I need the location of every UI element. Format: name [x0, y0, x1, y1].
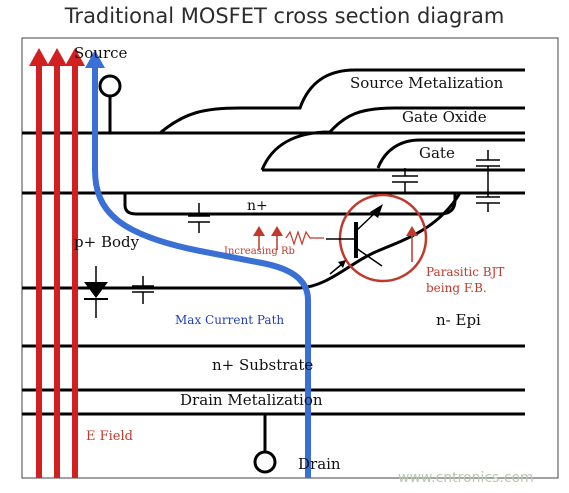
- e-field-arrowhead-icon: [47, 48, 67, 66]
- parasitic-bjt-label-line2: being F.B.: [426, 281, 487, 295]
- p-body-label: p+ Body: [74, 233, 140, 251]
- max-current-path: [85, 50, 311, 478]
- e-field-arrows: [29, 48, 85, 478]
- n-plus-region-outline: [123, 193, 457, 216]
- e-field-arrow-1: [36, 62, 42, 478]
- e-field-arrowhead-icon: [29, 48, 49, 66]
- parasitic-bjt-circle: [338, 193, 428, 283]
- drain-label: Drain: [298, 455, 341, 473]
- max-current-path-label: Max Current Path: [175, 313, 284, 327]
- drain-metalization-label: Drain Metalization: [180, 391, 323, 409]
- gate-label: Gate: [419, 144, 455, 162]
- diagram-frame: [21, 37, 559, 479]
- increasing-rb-arrows: [253, 226, 324, 250]
- n-plus-label: n+: [247, 198, 268, 214]
- n-substrate-label: n+ Substrate: [212, 356, 313, 374]
- capacitor-symbols: [132, 150, 500, 304]
- body-diode-icon: [84, 266, 108, 318]
- e-field-arrowhead-icon: [65, 48, 85, 66]
- current-path-arrowhead-icon: [85, 50, 105, 68]
- gate-oxide-outline: [260, 106, 525, 171]
- current-path-line: [92, 66, 311, 478]
- layer-lines: [22, 68, 525, 452]
- gate-oxide-label: Gate Oxide: [402, 108, 487, 126]
- source-metalization-label: Source Metalization: [350, 74, 504, 92]
- increasing-rb-label: Increasing Rb: [224, 246, 295, 257]
- parasitic-bjt-label-line1: Parasitic BJT: [426, 265, 504, 279]
- capacitor-icon: [476, 150, 500, 212]
- watermark: www.cntronics.com: [398, 470, 534, 486]
- e-field-arrow-2: [54, 62, 60, 478]
- source-terminal-icon: [98, 74, 122, 98]
- drain-terminal-icon: [253, 450, 277, 474]
- p-body-curve: [299, 192, 462, 290]
- gate-outline: [376, 138, 525, 169]
- e-field-arrow-3: [72, 62, 78, 478]
- source-metalization-outline: [159, 68, 525, 135]
- capacitor-icon: [392, 168, 418, 192]
- parasitic-bjt-icon: [326, 193, 428, 283]
- capacitor-icon: [188, 203, 210, 233]
- e-field-label: E Field: [86, 429, 133, 444]
- diagram-title: Traditional MOSFET cross section diagram: [64, 4, 505, 28]
- capacitor-icon: [132, 276, 154, 304]
- n-epi-label: n- Epi: [436, 311, 481, 329]
- source-label: Source: [74, 44, 128, 62]
